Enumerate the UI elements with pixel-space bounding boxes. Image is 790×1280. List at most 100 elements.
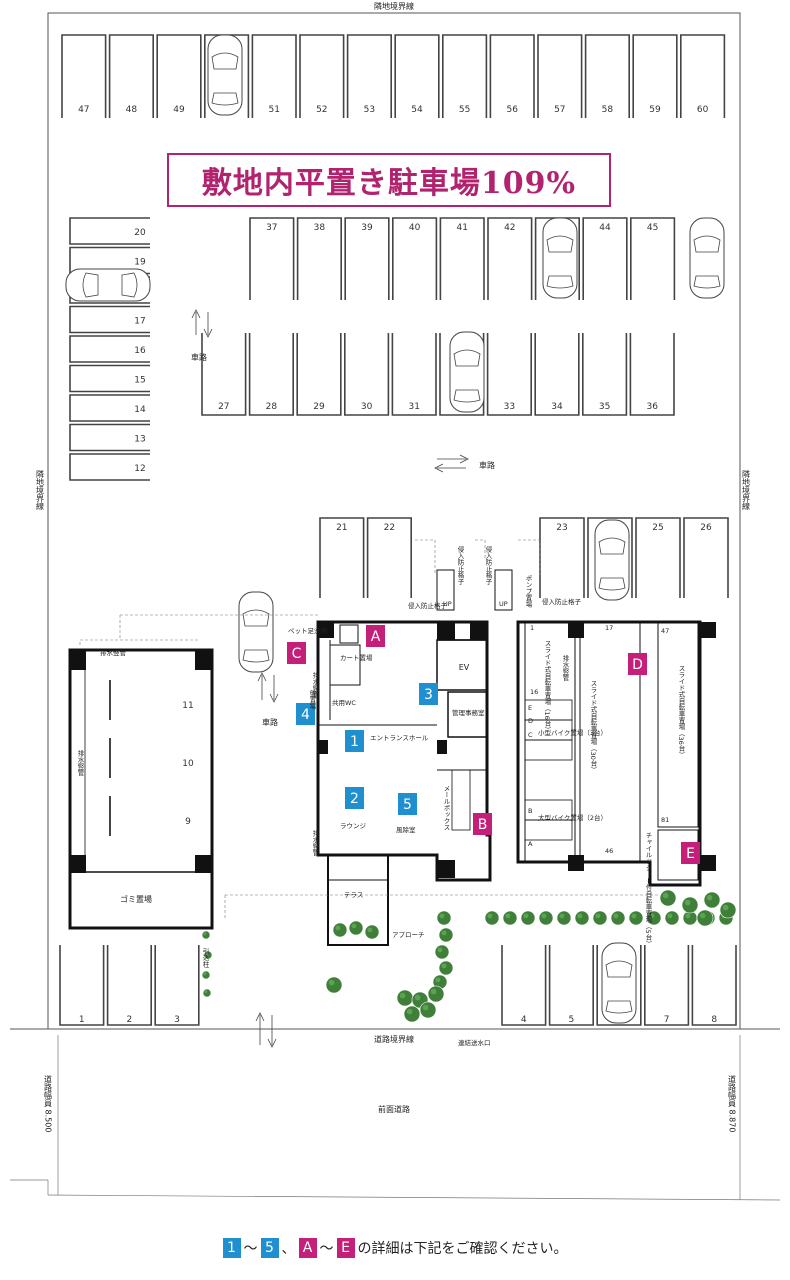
tree-icon	[592, 910, 608, 926]
slot-top-55: 55	[442, 34, 488, 118]
marker-label: 4	[301, 707, 310, 723]
car-icons	[65, 34, 725, 1024]
bike-slide-16-label: スライド式自転車置場（16台）	[543, 640, 551, 733]
marker-a: A	[366, 625, 385, 647]
slot-block-9: 9	[109, 796, 191, 836]
car-path-3: 車路	[262, 717, 278, 727]
intrusion-4-label: 侵入防止格子	[542, 597, 582, 606]
slot-number: 12	[134, 464, 145, 474]
bike-n1: 1	[530, 624, 534, 632]
slot-number: 30	[361, 402, 373, 412]
slot-number: 1	[79, 1015, 85, 1025]
cart-storage-label: カート置場	[340, 653, 373, 662]
terrace-label: テラス	[344, 891, 363, 899]
bike-c: C	[528, 731, 533, 739]
tree-icon	[419, 1001, 437, 1019]
slot-number: 25	[652, 523, 663, 533]
footer-badge-5: 5	[260, 1238, 279, 1258]
slot-row2-38: 38	[296, 217, 342, 300]
marker-3: 3	[419, 683, 438, 705]
slot-number: 41	[456, 223, 467, 233]
bike-n47: 47	[661, 627, 669, 635]
footer-text: の詳細は下記をご確認ください。	[357, 1241, 568, 1257]
slot-block-10: 10	[109, 738, 194, 778]
windbreak-label: 風除室	[396, 825, 416, 834]
slot-row4-right-25: 25	[635, 517, 681, 598]
slot-row2-41: 41	[439, 217, 485, 300]
tree-icon	[682, 910, 698, 926]
slot-left-14: 14	[69, 394, 150, 422]
tree-icon	[502, 910, 518, 926]
slot-bottom-right-4: 4	[501, 945, 547, 1026]
footer-tilde-1: 〜	[243, 1241, 258, 1257]
tree-icon	[610, 910, 626, 926]
trees	[201, 889, 737, 1023]
drainage-4: 排水竪管	[311, 829, 319, 858]
slot-top-49: 49	[156, 34, 202, 118]
tree-icon	[438, 960, 454, 976]
fire-inlet-label: 連結送水口	[458, 1038, 491, 1047]
tree-icon	[696, 909, 714, 927]
entrance-hall-label: エントランスホール	[370, 734, 429, 742]
slot-top-52: 52	[299, 34, 345, 118]
bike-n16: 16	[530, 688, 538, 696]
slot-left-12: 12	[69, 453, 150, 481]
bike-n46: 46	[605, 847, 613, 855]
title-text: 敷地内平置き駐車場109%	[201, 166, 577, 201]
tree-icon	[681, 896, 699, 914]
tree-icon	[646, 910, 662, 926]
marker-b: B	[473, 813, 492, 835]
slot-top-51: 51	[251, 34, 297, 118]
slot-number: 2	[127, 1015, 133, 1025]
slot-bottom-left-1: 1	[59, 945, 105, 1026]
boundary-right-label: 隣地境界線	[742, 469, 751, 510]
tree-icon	[332, 922, 348, 938]
tree-icon	[427, 985, 445, 1003]
slot-bottom-left-3: 3	[154, 945, 200, 1026]
marker-label: D	[632, 657, 643, 673]
slot-number: 10	[182, 759, 194, 769]
shared-wc-label: 共用WC	[332, 698, 356, 707]
drainage-3: 排水竪管	[311, 671, 319, 700]
up-2-label: UP	[499, 600, 508, 608]
slot-number: 39	[361, 223, 373, 233]
marker-label: 2	[350, 791, 359, 807]
boundary-left-label: 隣地境界線	[36, 469, 45, 510]
tree-icon	[436, 910, 452, 926]
marker-4: 4	[296, 703, 315, 725]
mailbox-label: メールボックス	[442, 785, 450, 831]
bike-n81: 81	[661, 816, 669, 824]
slot-row4-left-21: 21	[319, 517, 365, 598]
slot-number: 21	[336, 523, 347, 533]
lounge-label: ラウンジ	[340, 822, 367, 830]
slot-row3-27: 27	[201, 333, 247, 416]
slot-top-60: 60	[680, 34, 726, 118]
ev-label: EV	[459, 663, 470, 672]
slot-top-54: 54	[394, 34, 440, 118]
slot-number: 44	[599, 223, 611, 233]
tree-icon	[203, 950, 213, 960]
tree-icon	[396, 989, 414, 1007]
slot-row4-right-26: 26	[683, 517, 729, 598]
marker-label: B	[478, 817, 488, 833]
pump-room-label: ポンプ置場	[524, 575, 532, 609]
drainage-5: 排水竪管	[561, 654, 569, 683]
slot-number: 33	[504, 402, 515, 412]
tree-icon	[719, 901, 737, 919]
slot-row4-left-22: 22	[366, 517, 412, 598]
small-bike-label: 小型バイク置場（3台）	[538, 728, 607, 737]
slot-number: 54	[411, 105, 423, 115]
slot-number: 22	[384, 523, 395, 533]
approach-label: アプローチ	[392, 931, 425, 939]
bike-e: E	[528, 704, 532, 712]
slot-number: 60	[697, 105, 709, 115]
slot-number: 58	[602, 105, 614, 115]
car-icon	[449, 331, 485, 413]
slot-number: 57	[554, 105, 565, 115]
tree-icon	[201, 930, 211, 940]
slot-number: 11	[182, 701, 193, 711]
footer-badge-e: E	[336, 1238, 355, 1258]
large-bike-label: 大型バイク置場（2台）	[538, 813, 607, 822]
